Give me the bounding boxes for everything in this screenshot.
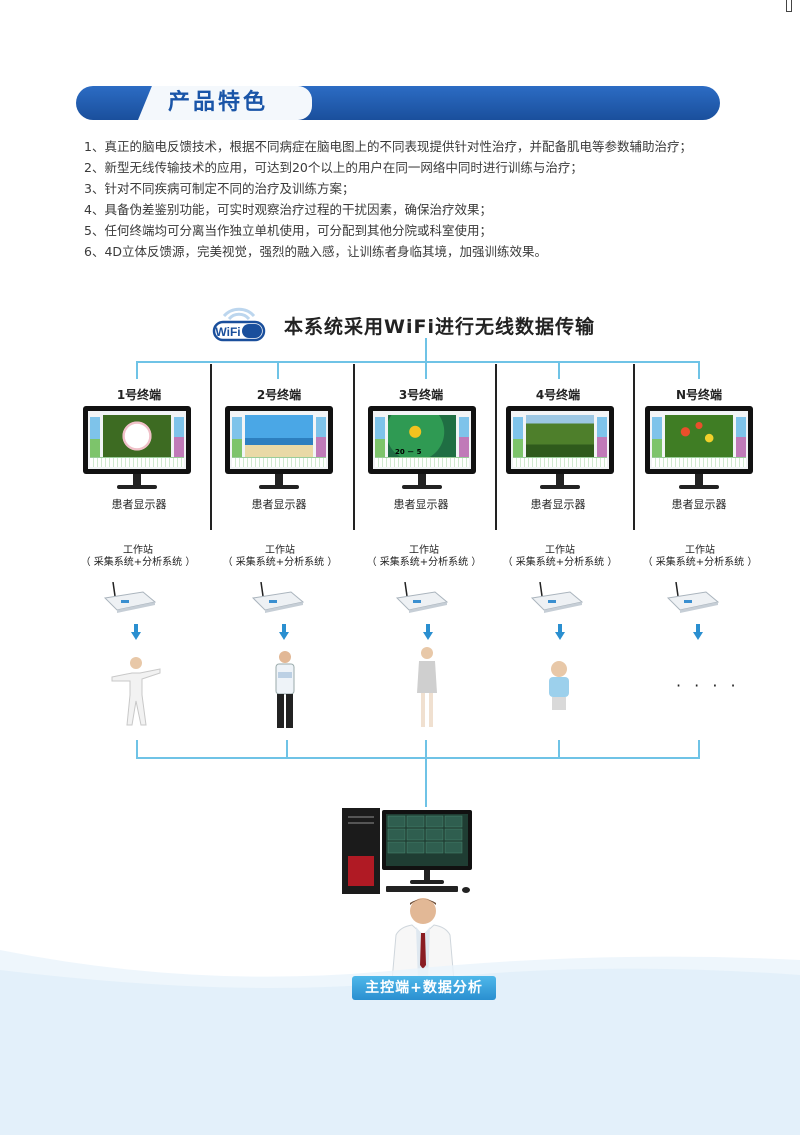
master-terminal-label: 主控端+数据分析 xyxy=(352,976,496,1000)
diagram-title: 本系统采用WiFi进行无线数据传输 xyxy=(284,316,595,338)
elderly-person-icon xyxy=(111,657,161,726)
workstation-label: 工作站（ 采集系统+分析系统 ） xyxy=(80,545,196,568)
man-in-suit-icon xyxy=(275,651,295,728)
patient-monitor xyxy=(83,406,191,474)
workstation-label: 工作站（ 采集系统+分析系统 ） xyxy=(366,545,482,568)
feature-item: 1、真正的脑电反馈技术，根据不同病症在脑电图上的不同表现提供针对性治疗，并配备肌… xyxy=(84,139,692,154)
column-divider xyxy=(633,364,635,530)
connector-line xyxy=(425,740,427,758)
arrow-down-icon xyxy=(131,624,141,640)
router-icon xyxy=(530,582,584,613)
patient-monitor xyxy=(225,406,333,474)
connector-line xyxy=(136,757,700,759)
workstation-label: 工作站（ 采集系统+分析系统 ） xyxy=(222,545,338,568)
terminal-label: 1号终端 xyxy=(116,388,162,402)
feature-item: 5、任何终端均可分离当作独立单机使用，可分配到其他分院或科室使用； xyxy=(84,223,492,238)
connector-line xyxy=(558,740,560,758)
flower-screen-icon xyxy=(88,411,186,469)
garden-screen-icon xyxy=(650,411,748,469)
patient-monitor xyxy=(506,406,614,474)
connector-line xyxy=(136,361,138,379)
patient-monitor xyxy=(645,406,753,474)
terminal-label: N号终端 xyxy=(675,388,723,402)
connector-line xyxy=(425,757,427,807)
router-icon xyxy=(666,582,720,613)
section-title: 产品特色 xyxy=(168,90,269,115)
ellipsis: · · · · xyxy=(676,676,740,695)
patient-monitor: 20 － 5 xyxy=(368,406,476,474)
wifi-logo-text: WiFi xyxy=(215,325,240,339)
feature-list: 1、真正的脑电反馈技术，根据不同病症在脑电图上的不同表现提供针对性治疗，并配备肌… xyxy=(84,136,724,262)
feature-item: 4、具备伪差鉴别功能，可实时观察治疗过程的干扰因素，确保治疗效果； xyxy=(84,202,492,217)
connector-line xyxy=(425,338,427,362)
monitor-label: 患者显示器 xyxy=(530,498,586,511)
girl-icon xyxy=(417,647,437,727)
child-icon xyxy=(549,661,569,710)
connector-line xyxy=(558,361,560,379)
section-header-tab xyxy=(138,86,312,120)
master-computer-icon xyxy=(342,808,472,894)
workstation-label: 工作站（ 采集系统+分析系统 ） xyxy=(642,545,758,568)
arrow-down-icon xyxy=(279,624,289,640)
crop-mark xyxy=(786,0,792,12)
feature-item: 3、针对不同疾病可制定不同的治疗及训练方案； xyxy=(84,181,355,196)
monitor-label: 患者显示器 xyxy=(251,498,307,511)
arrow-down-icon xyxy=(423,624,433,640)
feature-item: 6、4D立体反馈源，完美视觉，强烈的融入感，让训练者身临其境，加强训练效果。 xyxy=(84,244,548,259)
router-icon xyxy=(395,582,449,613)
router-icon xyxy=(251,582,305,613)
connector-line xyxy=(425,361,427,379)
monitor-label: 患者显示器 xyxy=(671,498,727,511)
terminal-label: 3号终端 xyxy=(398,388,444,402)
monitor-label: 患者显示器 xyxy=(111,498,167,511)
forest-screen-icon xyxy=(511,411,609,469)
terminal-label: 2号终端 xyxy=(256,388,302,402)
connector-line xyxy=(136,361,700,363)
wifi-icon: WiFi xyxy=(212,307,266,342)
connector-line xyxy=(698,740,700,758)
arrow-down-icon xyxy=(555,624,565,640)
terminal-label: 4号终端 xyxy=(535,388,581,402)
arrow-down-icon xyxy=(693,624,703,640)
column-divider xyxy=(495,364,497,530)
connector-line xyxy=(136,740,138,758)
bottom-wave-decoration xyxy=(0,950,800,1135)
beach-screen-icon xyxy=(230,411,328,469)
router-icon xyxy=(103,582,157,613)
connector-line xyxy=(277,361,279,379)
column-divider xyxy=(353,364,355,530)
connector-line xyxy=(698,361,700,379)
game-screen-icon: 20 － 5 xyxy=(373,411,471,469)
monitor-label: 患者显示器 xyxy=(393,498,449,511)
workstation-label: 工作站（ 采集系统+分析系统 ） xyxy=(502,545,618,568)
column-divider xyxy=(210,364,212,530)
connector-line xyxy=(286,740,288,758)
feature-item: 2、新型无线传输技术的应用，可达到20个以上的用户在同一网络中同时进行训练与治疗… xyxy=(84,160,583,175)
game-score: 20 － 5 xyxy=(395,448,422,456)
